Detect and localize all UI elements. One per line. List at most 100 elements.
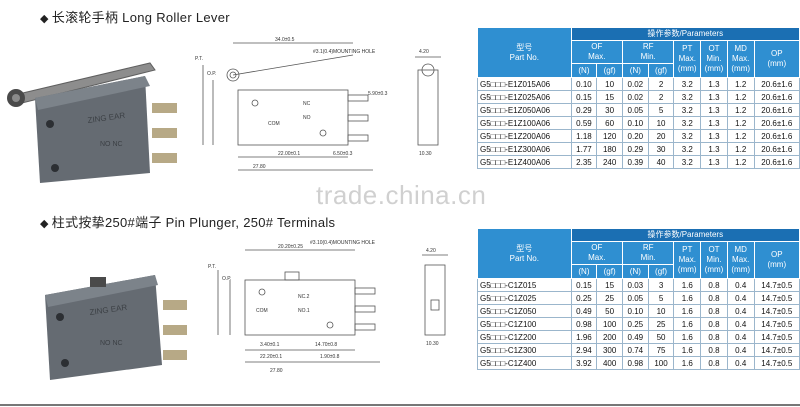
table-cell: 0.4	[726, 330, 755, 344]
table-cell: 0.02	[621, 90, 649, 104]
table-cell: 1.3	[700, 142, 728, 156]
table-cell: 0.20	[621, 129, 649, 143]
watermark: trade.china.cn	[316, 180, 487, 210]
table-cell: 15	[596, 278, 623, 292]
table-cell: 1.2	[726, 90, 755, 104]
table-cell: 1.2	[726, 116, 755, 130]
table-cell: 100	[647, 356, 675, 370]
table-cell: 0.8	[700, 343, 728, 357]
table-cell: 0.8	[700, 278, 728, 292]
table-cell: 50	[596, 304, 623, 318]
table-cell: 30	[596, 103, 623, 117]
table-cell: 14.7±0.5	[753, 356, 800, 370]
table-cell: 0.02	[621, 77, 649, 91]
parameters-header: 操作参数/Parameters	[570, 228, 800, 242]
table-cell: 60	[596, 116, 623, 130]
table-cell: 200	[596, 330, 623, 344]
table-cell: 240	[596, 155, 623, 169]
table-cell: 0.59	[570, 116, 598, 130]
table-cell: 3	[647, 278, 675, 292]
svg-text:P.T.: P.T.	[195, 56, 203, 62]
table-cell: 3.2	[673, 103, 702, 117]
table-cell: 20.6±1.6	[753, 77, 800, 91]
table-cell: 1.96	[570, 330, 598, 344]
part-no-cell: G5□□□-C1Z100	[477, 317, 572, 331]
table-cell: 1.3	[700, 116, 728, 130]
svg-text:COM: COM	[256, 308, 268, 314]
table-cell: 1.18	[570, 129, 598, 143]
table-cell: 25	[596, 291, 623, 305]
svg-text:34.0±0.5: 34.0±0.5	[275, 37, 295, 43]
svg-text:#3.10(0.4)MOUNTING HOLE: #3.10(0.4)MOUNTING HOLE	[310, 240, 376, 246]
svg-text:4.20: 4.20	[419, 49, 429, 55]
table-cell: 0.10	[570, 77, 598, 91]
table-cell: 0.98	[621, 356, 649, 370]
unit-n: (N)	[570, 63, 598, 78]
unit-gf: (gf)	[647, 264, 675, 279]
part-no-cell: G5□□□-E1Z300A06	[477, 142, 572, 156]
table-cell: 0.49	[621, 330, 649, 344]
table-cell: 1.6	[673, 317, 702, 331]
table-cell: 0.25	[570, 291, 598, 305]
svg-text:6.50±0.3: 6.50±0.3	[333, 151, 353, 157]
table-cell: 1.2	[726, 129, 755, 143]
table-cell: 3.2	[673, 90, 702, 104]
table-cell: 0.49	[570, 304, 598, 318]
table-cell: 100	[596, 317, 623, 331]
table-cell: 3.2	[673, 116, 702, 130]
unit-n: (N)	[621, 63, 649, 78]
table-cell: 0.8	[700, 356, 728, 370]
table-cell: 3.2	[673, 129, 702, 143]
table-cell: 10	[647, 116, 675, 130]
section-title-pin-plunger: ◆柱式按挚250#端子 Pin Plunger, 250# Terminals	[40, 212, 335, 231]
col-header-op: OP(mm)	[753, 241, 800, 279]
unit-n: (N)	[621, 264, 649, 279]
unit-gf: (gf)	[596, 63, 623, 78]
table-cell: 1.6	[673, 291, 702, 305]
unit-gf: (gf)	[596, 264, 623, 279]
svg-text:NO NC: NO NC	[100, 340, 123, 347]
part-no-cell: G5□□□-E1Z400A06	[477, 155, 572, 169]
table-cell: 0.8	[700, 304, 728, 318]
parameters-header: 操作参数/Parameters	[570, 27, 800, 41]
table-cell: 3.2	[673, 155, 702, 169]
table-cell: 1.77	[570, 142, 598, 156]
table-cell: 0.25	[621, 317, 649, 331]
table-cell: 1.6	[673, 356, 702, 370]
roller-lever-dimension-drawing: 34.0±0.5 #3.1(0.4)MOUNTING HOLE COM NC N…	[195, 37, 441, 171]
table-cell: 20	[647, 129, 675, 143]
part-no-cell: G5□□□-C1Z050	[477, 304, 572, 318]
table-cell: 1.3	[700, 155, 728, 169]
table-cell: 20.6±1.6	[753, 90, 800, 104]
table-cell: 1.6	[673, 343, 702, 357]
svg-text:NC: NC	[303, 101, 311, 107]
svg-text:O.P.: O.P.	[207, 71, 216, 77]
svg-text:NC.2: NC.2	[298, 294, 310, 300]
table-cell: 1.3	[700, 90, 728, 104]
svg-text:NO: NO	[303, 115, 311, 121]
table-cell: 75	[647, 343, 675, 357]
unit-n: (N)	[570, 264, 598, 279]
part-no-cell: G5□□□-E1Z200A06	[477, 129, 572, 143]
table-cell: 20.6±1.6	[753, 155, 800, 169]
table-cell: 0.39	[621, 155, 649, 169]
table-cell: 0.4	[726, 356, 755, 370]
table-cell: 3.92	[570, 356, 598, 370]
table-cell: 0.29	[621, 142, 649, 156]
table-cell: 1.2	[726, 77, 755, 91]
pin-plunger-dimension-drawing: 20.20±0.25 #3.10(0.4)MOUNTING HOLE COM N…	[208, 240, 448, 374]
svg-text:P.T.: P.T.	[208, 264, 216, 270]
